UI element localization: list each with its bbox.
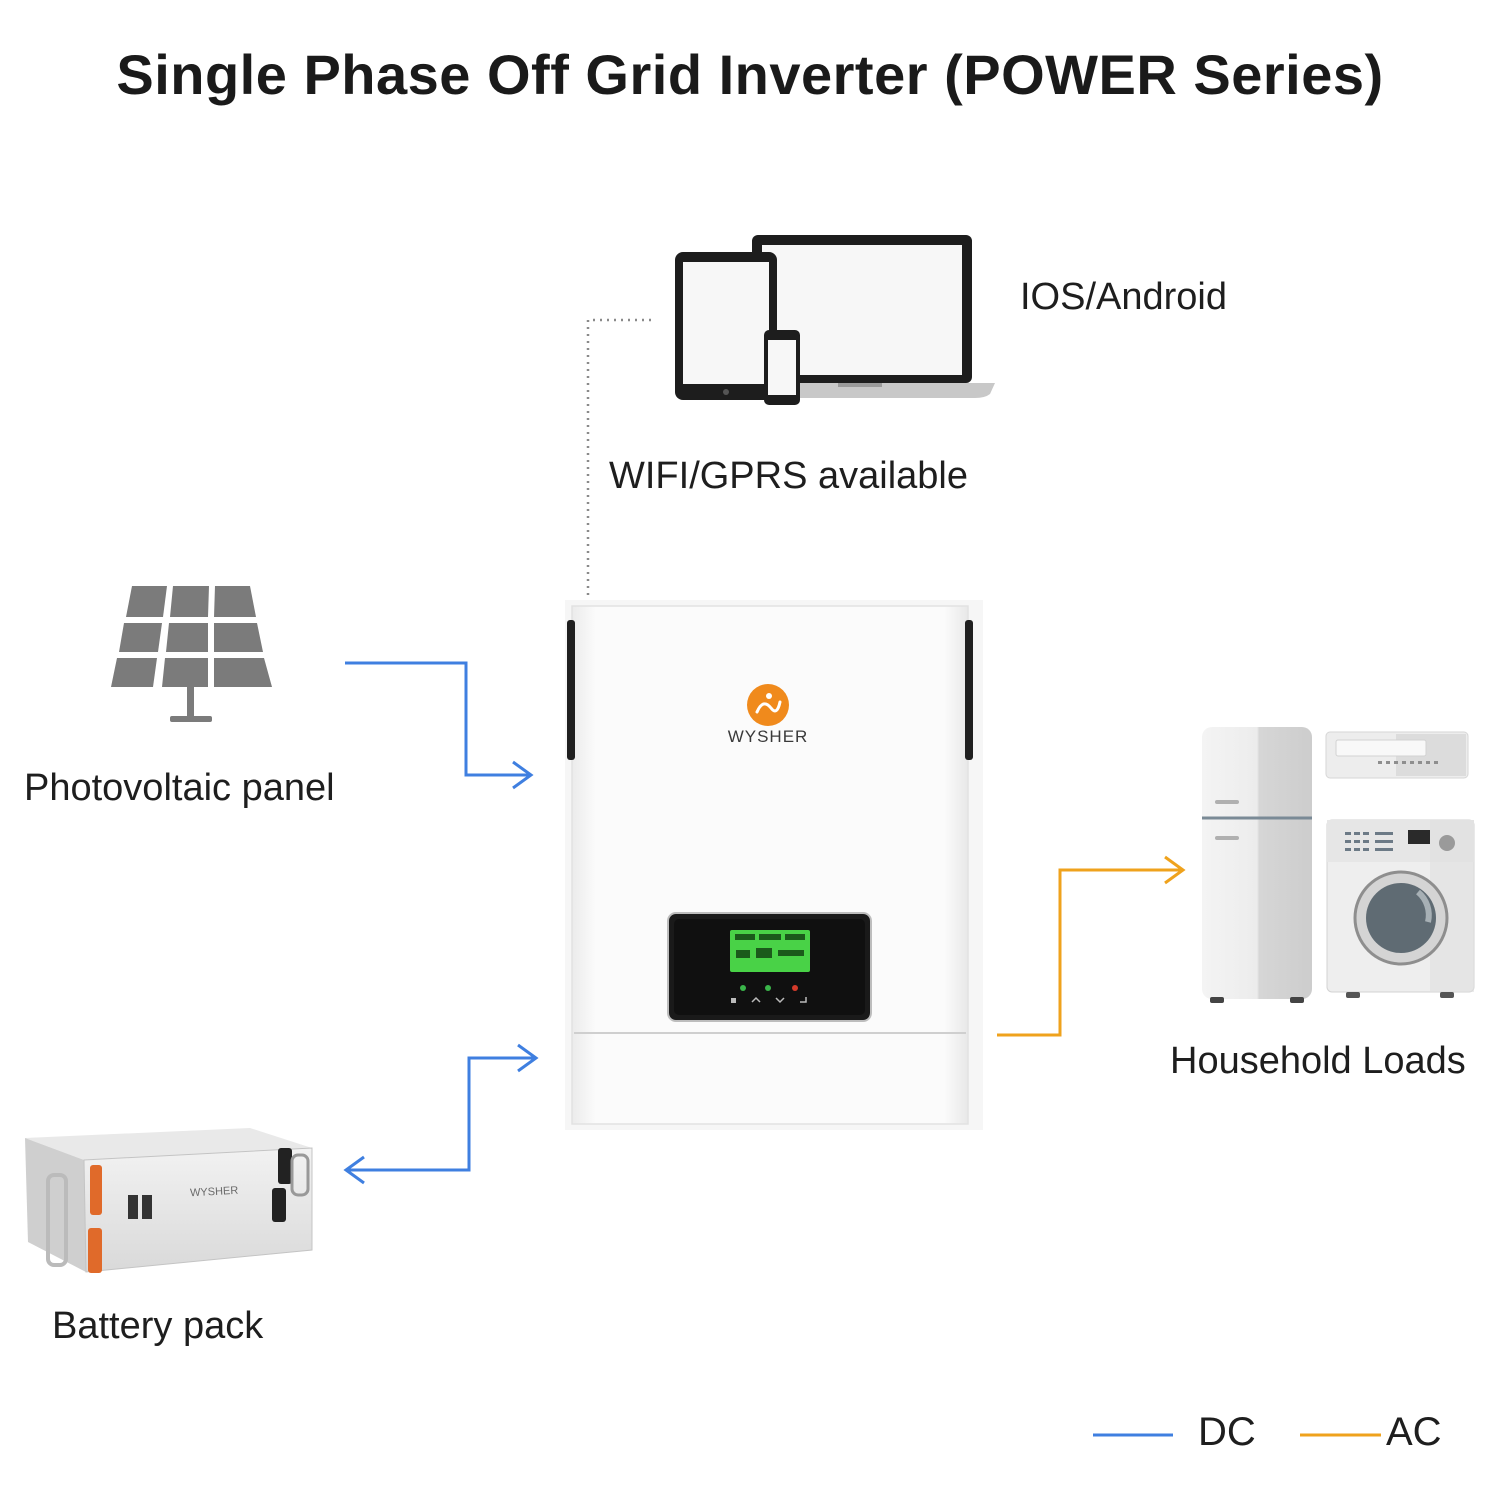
brand-logo-icon [747, 684, 789, 726]
solar-panel-icon [111, 586, 272, 722]
battery-brand: WYSHER [189, 1184, 239, 1200]
legend-dc-label: DC [1198, 1410, 1256, 1454]
page-title: Single Phase Off Grid Inverter (POWER Se… [116, 43, 1384, 106]
pv-label: Photovoltaic panel [24, 767, 335, 809]
battery-pack-icon [25, 1128, 313, 1273]
app-label: IOS/Android [1020, 276, 1227, 318]
dc-line-pv [345, 661, 534, 790]
dc-line-battery [343, 1043, 539, 1185]
devices-group [675, 235, 995, 405]
washing-machine-icon [1326, 819, 1475, 998]
smartphone-icon [764, 330, 800, 405]
refrigerator-icon [1202, 727, 1312, 1003]
wifi-label: WIFI/GPRS available [609, 455, 968, 497]
inverter-unit [565, 600, 983, 1130]
loads-label: Household Loads [1170, 1040, 1466, 1082]
air-conditioner-icon [1325, 731, 1469, 779]
battery-label: Battery pack [52, 1305, 264, 1347]
ac-line-loads [997, 855, 1186, 1037]
inverter-brand: WYSHER [727, 727, 809, 746]
wifi-dotted-line [586, 318, 655, 595]
legend-ac-label: AC [1386, 1410, 1442, 1454]
tablet-icon [675, 252, 777, 400]
